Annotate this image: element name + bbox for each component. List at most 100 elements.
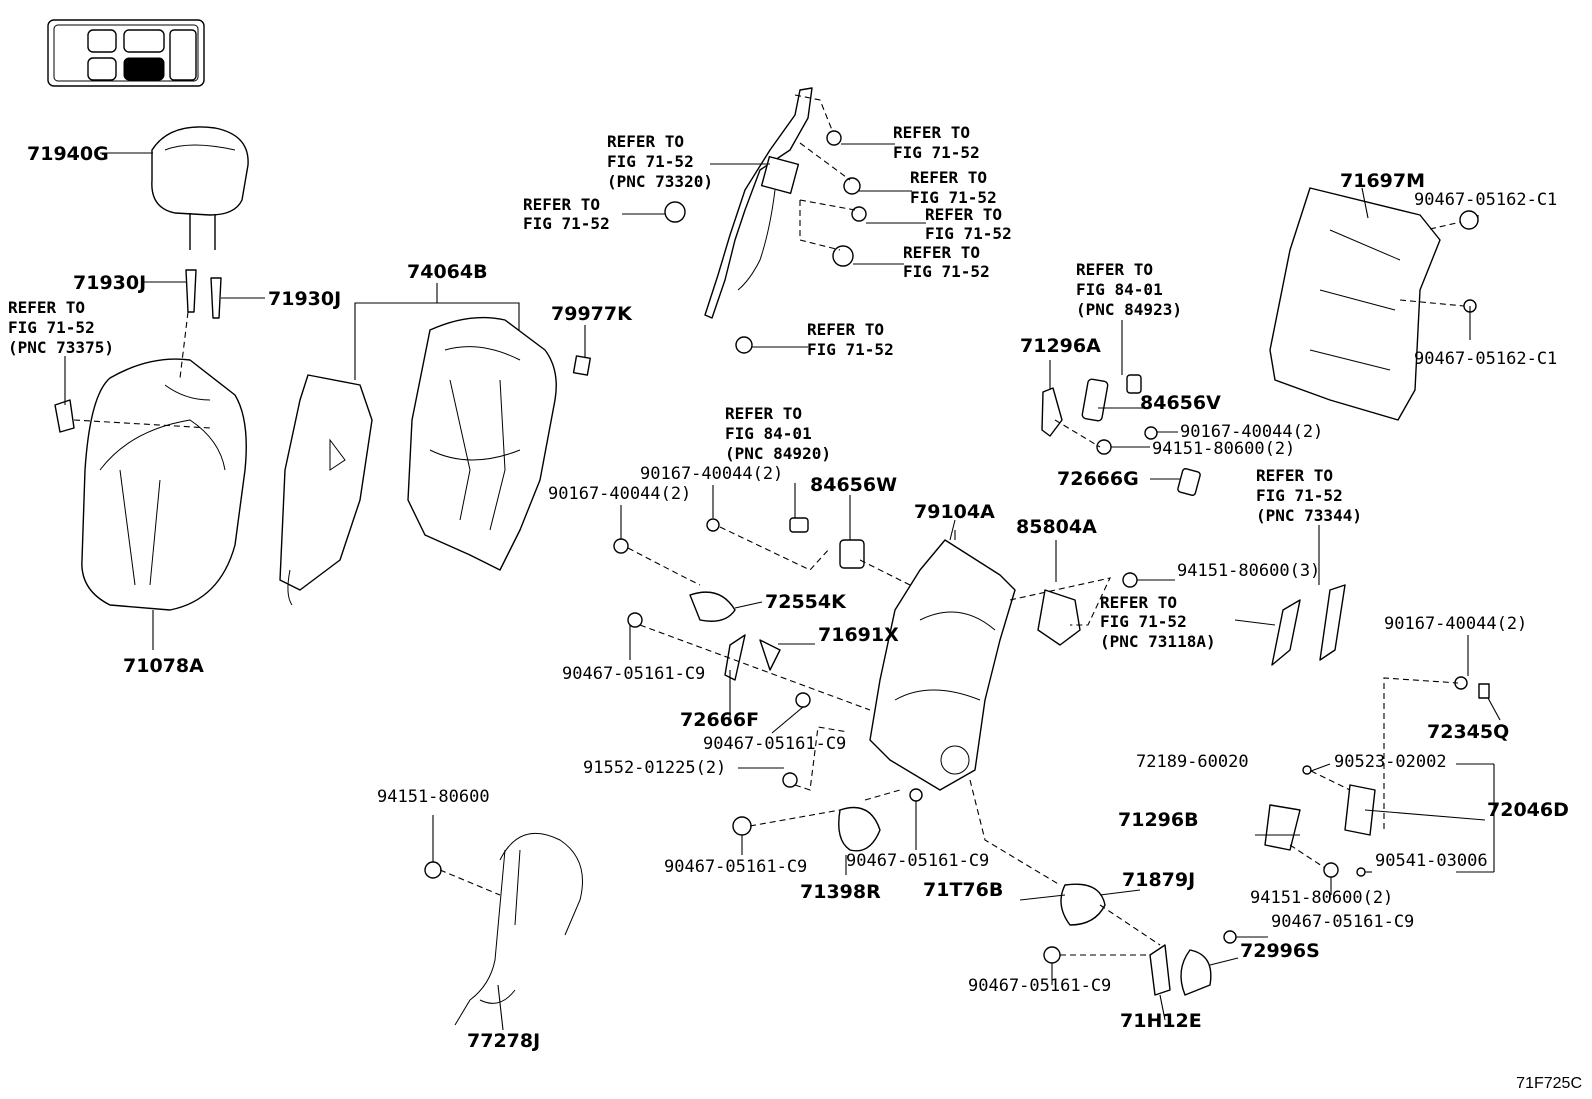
svg-text:FIG 71-52: FIG 71-52	[523, 214, 610, 233]
refer-note: REFER TO FIG 71-52 (PNC 73118A)	[1100, 593, 1216, 651]
label-71296A: 71296A	[1020, 335, 1101, 357]
label-90467-05162-C1: 90467-05162-C1	[1414, 349, 1557, 369]
label-71T76B: 71T76B	[923, 879, 1003, 901]
recliner-cover	[1060, 883, 1106, 926]
svg-text:REFER TO: REFER TO	[903, 243, 980, 262]
label-72345Q: 72345Q	[1427, 721, 1509, 743]
svg-text:REFER TO: REFER TO	[910, 168, 987, 187]
svg-text:(PNC 73344): (PNC 73344)	[1256, 506, 1362, 525]
label-94151-80600-3: 94151-80600(3)	[1177, 561, 1320, 581]
refer-note: REFER TO FIG 84-01 (PNC 84923)	[1076, 260, 1182, 319]
svg-text:REFER TO: REFER TO	[8, 298, 85, 317]
label-90467-05161-C9: 90467-05161-C9	[1271, 912, 1414, 932]
switch	[1081, 378, 1109, 422]
screw	[627, 612, 643, 628]
bracket	[1041, 387, 1063, 437]
label-71078A: 71078A	[123, 655, 204, 677]
svg-text:REFER TO: REFER TO	[1256, 466, 1333, 485]
part-labels: 71940G 71930J 71930J 74064B 79977K 71078…	[27, 143, 1569, 1052]
recliner-cover	[838, 806, 881, 852]
refer-notes: REFER TO FIG 71-52 (PNC 73320) REFER TO …	[8, 123, 1362, 651]
screw	[1356, 867, 1366, 877]
connector	[789, 517, 809, 533]
headrest-guides	[185, 269, 222, 319]
switch	[839, 539, 865, 569]
label-91552-01225-2: 91552-01225(2)	[583, 758, 726, 778]
headrest	[151, 126, 249, 250]
cover-bracket	[1319, 584, 1346, 661]
clip	[1459, 210, 1479, 230]
screw	[795, 692, 811, 708]
svg-text:FIG 71-52: FIG 71-52	[8, 318, 95, 337]
svg-text:FIG 71-52: FIG 71-52	[893, 143, 980, 162]
screw	[1223, 930, 1237, 944]
label-90167-40044-2: 90167-40044(2)	[1384, 614, 1527, 634]
label-94151-80600-2: 94151-80600(2)	[1250, 888, 1393, 908]
label-72666F: 72666F	[680, 709, 759, 731]
motor	[1037, 589, 1081, 646]
label-71697M: 71697M	[1340, 170, 1425, 192]
label-90467-05161-C9: 90467-05161-C9	[968, 976, 1111, 996]
svg-text:REFER TO: REFER TO	[1100, 593, 1177, 612]
leader-lines	[64, 94, 1501, 1031]
svg-text:FIG 84-01: FIG 84-01	[725, 424, 812, 443]
label-90467-05162-C1: 90467-05162-C1	[1414, 190, 1557, 210]
seatback-frame	[869, 519, 1016, 791]
svg-text:REFER TO: REFER TO	[607, 132, 684, 151]
cover	[1149, 944, 1171, 996]
screw	[706, 518, 720, 532]
label-85804A: 85804A	[1016, 516, 1097, 538]
label-72189-60020: 72189-60020	[1136, 752, 1249, 772]
bolt	[735, 336, 753, 354]
screw	[613, 538, 629, 554]
clip	[1478, 683, 1490, 699]
svg-text:REFER TO: REFER TO	[893, 123, 970, 142]
bolt	[851, 206, 867, 222]
svg-text:FIG 71-52: FIG 71-52	[903, 262, 990, 281]
seatback-cover	[81, 358, 247, 611]
svg-text:FIG 71-52: FIG 71-52	[807, 340, 894, 359]
bolt	[664, 201, 686, 223]
cover-bracket	[1271, 599, 1301, 666]
figure-code: 71F725C	[1516, 1075, 1582, 1092]
label-90467-05161-C9: 90467-05161-C9	[846, 851, 989, 871]
refer-note: REFER TO FIG 71-52 (PNC 73344)	[1256, 466, 1362, 525]
svg-text:FIG 71-52: FIG 71-52	[925, 224, 1012, 243]
label-94151-80600-2: 94151-80600(2)	[1152, 439, 1295, 459]
label-tag	[572, 355, 591, 376]
svg-text:REFER TO: REFER TO	[1076, 260, 1153, 279]
svg-text:(PNC 73118A): (PNC 73118A)	[1100, 632, 1216, 651]
refer-note: REFER TO FIG 71-52	[523, 195, 610, 233]
bolt	[826, 130, 842, 146]
svg-text:(PNC 73320): (PNC 73320)	[607, 172, 713, 191]
label-77278J: 77278J	[467, 1030, 540, 1052]
nut	[1323, 862, 1339, 878]
label-71398R: 71398R	[800, 881, 881, 903]
svg-text:FIG 71-52: FIG 71-52	[1100, 612, 1187, 631]
svg-text:FIG 71-52: FIG 71-52	[1256, 486, 1343, 505]
svg-text:FIG 84-01: FIG 84-01	[1076, 280, 1163, 299]
cover	[1177, 468, 1201, 496]
lever-cover	[759, 639, 781, 671]
svg-text:(PNC 84920): (PNC 84920)	[725, 444, 831, 463]
refer-note: REFER TO FIG 71-52 (PNC 73320)	[607, 132, 713, 191]
label-90467-05161-C9: 90467-05161-C9	[703, 734, 846, 754]
label-94151-80600: 94151-80600	[377, 787, 490, 807]
label-71930J: 71930J	[73, 272, 146, 294]
label-79104A: 79104A	[914, 501, 995, 523]
screw	[909, 788, 923, 802]
label-72666G: 72666G	[1057, 468, 1139, 490]
label-72046D: 72046D	[1487, 799, 1569, 821]
label-90167-40044-2: 90167-40044(2)	[1180, 422, 1323, 442]
svg-text:REFER TO: REFER TO	[807, 320, 884, 339]
bracket	[689, 591, 736, 622]
svg-text:(PNC 84923): (PNC 84923)	[1076, 300, 1182, 319]
screw	[1043, 946, 1061, 964]
label-90467-05161-C9: 90467-05161-C9	[664, 857, 807, 877]
refer-note: REFER TO FIG 71-52	[903, 243, 990, 281]
label-84656V: 84656V	[1140, 392, 1221, 414]
switch-connector	[1126, 374, 1142, 394]
bolt	[843, 177, 861, 195]
label-90541-03006: 90541-03006	[1375, 851, 1488, 871]
